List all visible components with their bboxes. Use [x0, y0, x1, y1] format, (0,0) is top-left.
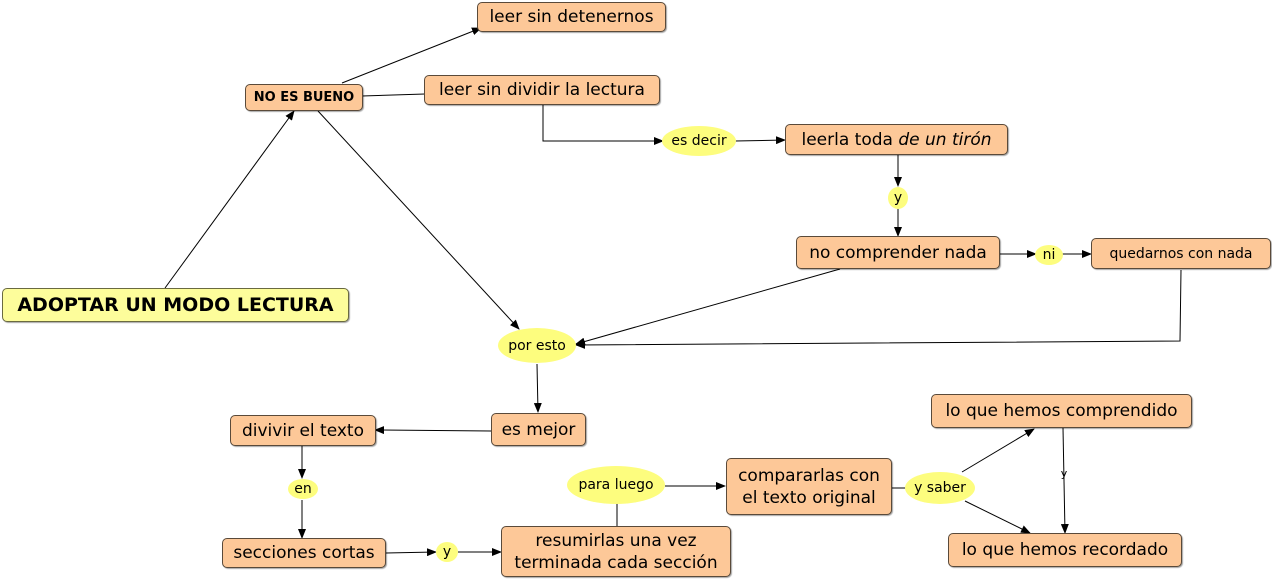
connector-comprendido-recordado — [1060, 427, 1069, 534]
node-leerla-toda-italic: de un tirón — [898, 129, 992, 150]
link-es-decir[interactable]: es decir — [662, 126, 736, 156]
node-secciones-cortas[interactable]: secciones cortas — [222, 538, 386, 568]
connector-adoptar-no-es-bueno — [164, 110, 295, 289]
connector-dividir-es-decir — [542, 104, 664, 145]
node-compararlas-line-2: el texto original — [742, 487, 876, 508]
connector-no-es-bueno-dividir — [361, 93, 426, 97]
node-es-mejor[interactable]: es mejor — [491, 413, 586, 446]
node-leer-sin-detenernos[interactable]: leer sin detenernos — [477, 2, 666, 32]
node-compararlas[interactable]: compararlas con el texto original — [726, 458, 892, 515]
node-leer-sin-dividir[interactable]: leer sin dividir la lectura — [424, 75, 660, 105]
node-divivir-el-texto[interactable]: divivir el texto — [230, 415, 376, 446]
link-por-esto[interactable]: por esto — [498, 328, 576, 363]
node-resumirlas[interactable]: resumirlas una vez terminada cada secció… — [501, 526, 731, 577]
connector-no-es-bueno-detenernos — [341, 27, 482, 84]
connector-y-saber-recordado — [964, 500, 1031, 534]
node-lo-que-hemos-comprendido[interactable]: lo que hemos comprendido — [931, 394, 1192, 428]
node-lo-que-hemos-recordado[interactable]: lo que hemos recordado — [948, 533, 1182, 567]
link-para-luego[interactable]: para luego — [567, 466, 665, 504]
link-y-saber[interactable]: y saber — [905, 472, 975, 504]
node-resumirlas-line-1: resumirlas una vez — [535, 530, 697, 551]
link-y-leerla-no-comprender[interactable]: y — [888, 187, 908, 209]
node-leerla-toda[interactable]: leerla toda de un tirón — [785, 124, 1008, 155]
node-quedarnos-con-nada[interactable]: quedarnos con nada — [1091, 238, 1271, 269]
node-compararlas-line-1: compararlas con — [738, 465, 880, 486]
connector-quedarnos-por-esto — [575, 269, 1182, 349]
node-adoptar-modo-lectura[interactable]: ADOPTAR UN MODO LECTURA — [2, 288, 349, 322]
link-y-secciones-resumirlas[interactable]: y — [436, 542, 458, 562]
node-no-comprender-nada[interactable]: no comprender nada — [796, 236, 1000, 269]
link-en[interactable]: en — [288, 479, 318, 499]
connector-es-decir-leerla — [734, 136, 786, 145]
connector-no-es-bueno-por-esto — [317, 110, 520, 330]
connector-por-esto-es-mejor — [533, 363, 542, 413]
node-no-es-bueno[interactable]: NO ES BUENO — [245, 84, 363, 111]
link-y-comprendido-recordado[interactable]: y — [1060, 467, 1068, 480]
node-leerla-toda-text: leerla toda — [801, 129, 899, 150]
connector-no-comprender-por-esto — [575, 268, 841, 346]
connector-es-mejor-divivir — [374, 426, 492, 435]
connector-y-saber-comprendido — [961, 428, 1035, 473]
link-ni[interactable]: ni — [1035, 245, 1063, 265]
node-resumirlas-line-2: terminada cada sección — [514, 552, 718, 573]
connector-secciones-y — [385, 548, 437, 557]
